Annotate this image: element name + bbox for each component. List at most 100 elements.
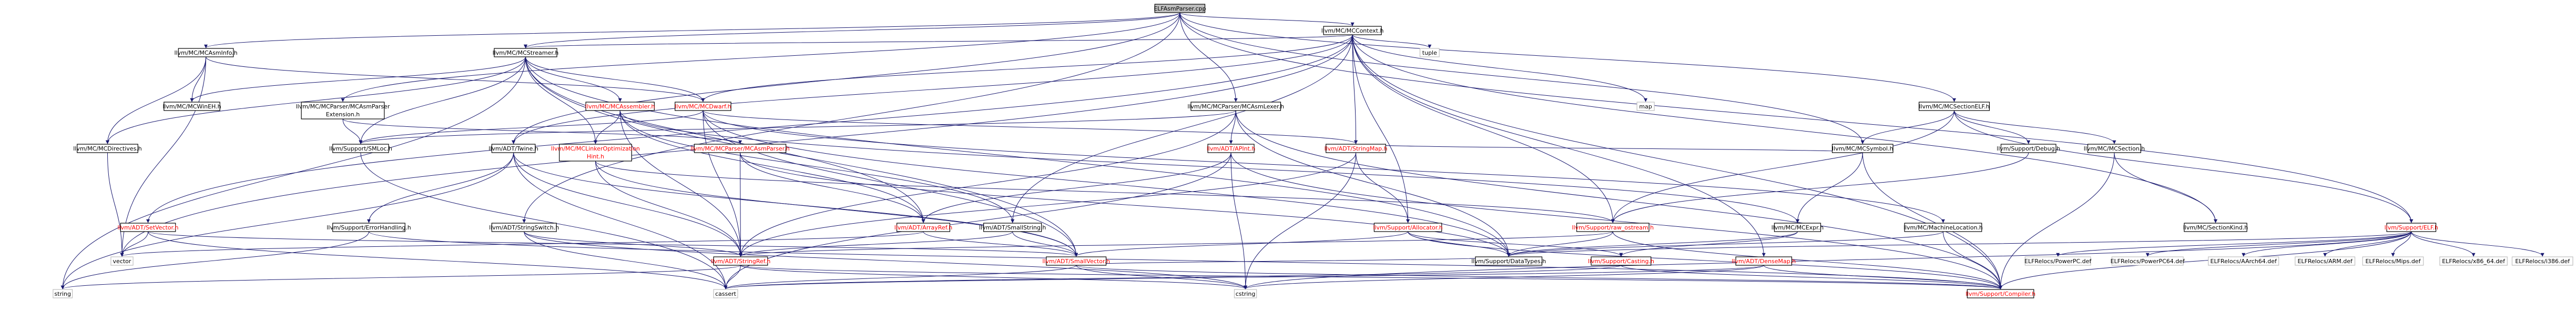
node-label: llvm/ADT/DenseMap.h [1732, 258, 1796, 265]
node-adtsetvector[interactable]: llvm/ADT/SetVector.h [117, 223, 179, 232]
edge-adtstringmap-to-supportallocator [1356, 152, 1410, 223]
node-supportdatatypes[interactable]: llvm/Support/DataTypes.h [1471, 256, 1546, 266]
node-mcsection[interactable]: llvm/MC/MCSection.h [2084, 144, 2145, 153]
node-label: Hint.h [587, 153, 604, 160]
node-supportallocator[interactable]: llvm/Support/Allocator.h [1373, 223, 1443, 232]
edge-supportrawostream-to-supportdatatypes [1506, 231, 1613, 257]
node-label: vector [113, 258, 131, 265]
node-box [1576, 223, 1650, 232]
node-mcexpr[interactable]: llvm/MC/MCExpr.h [1771, 223, 1824, 232]
edge-mccontext-to-mcstreamer [524, 34, 1353, 48]
node-box [2295, 256, 2356, 266]
edge-adtapint-to-adtarrayref [921, 152, 1231, 223]
edge-mccontext-to-adttwine [512, 34, 1353, 144]
node-mcdwarf[interactable]: llvm/MC/MCDwarf.h [675, 102, 731, 111]
node-adtsmallvector[interactable]: llvm/ADT/SmallVector.h [1042, 256, 1110, 266]
node-adtstringswitch[interactable]: llvm/ADT/StringSwitch.h [489, 223, 559, 232]
edge-mcsectionelf-to-mcsection [1954, 110, 2116, 144]
node-adtsmallstring[interactable]: llvm/ADT/SmallString.h [979, 223, 1046, 232]
node-box [2511, 256, 2573, 266]
edge-mcsymbol-to-supportcompiler [1862, 152, 2003, 289]
node-box [491, 223, 557, 232]
node-label: ELFRelocs/PowerPC.def [2024, 258, 2092, 265]
node-box [332, 223, 405, 232]
edge-root-to-supportelf [1179, 12, 2414, 223]
edge-root-to-mcsectionelf [1179, 12, 1956, 102]
node-adtstringmap[interactable]: llvm/ADT/StringMap.h [1325, 144, 1388, 153]
edge-mcstreamer-to-mcassembler [525, 56, 622, 102]
node-supportdebug[interactable]: llvm/Support/Debug.h [1997, 144, 2060, 153]
node-box [178, 48, 234, 57]
node-supportelf[interactable]: llvm/Support/ELF.h [2385, 223, 2438, 232]
node-elfmips: ELFRelocs/Mips.def [2362, 256, 2424, 266]
node-mcsectionelf[interactable]: llvm/MC/MCSectionELF.h [1918, 102, 1990, 111]
edge-root-to-mcasminfo [204, 12, 1180, 48]
edge-mcstreamer-to-supportdatatypes [525, 56, 1511, 257]
node-mcsectionkind[interactable]: llvm/MC/SectionKind.h [2183, 223, 2248, 232]
node-box [332, 144, 389, 153]
node-label: llvm/MC/MCContext.h [1321, 27, 1384, 34]
node-supportrawostream[interactable]: llvm/Support/raw_ostream.h [1572, 223, 1654, 232]
node-label: cassert [715, 291, 737, 297]
node-mcdirectives[interactable]: llvm/MC/MCDirectives.h [73, 144, 142, 153]
node-box [983, 223, 1042, 232]
edge-supportcasting-to-cassert [724, 265, 1622, 289]
edge-mcstreamer-to-mcwinehl1 [190, 56, 526, 102]
edge-mcsectionelf-to-supportelf [1954, 110, 2414, 223]
edge-adtapint-to-cassert [724, 152, 1231, 289]
edge-supportallocator-to-supportdatatypes [1408, 231, 1511, 257]
edge-adtsmallvector-to-supportcompiler [1076, 265, 2002, 289]
node-label: llvm/MC/MCWinEH.h [162, 103, 221, 110]
edge-adtapint-to-cstring [1230, 152, 1248, 289]
node-box [1154, 4, 1206, 13]
node-mccontext[interactable]: llvm/MC/MCContext.h [1321, 26, 1384, 35]
node-label: llvm/MC/MCParser/MCAsmParser.h [690, 145, 789, 152]
node-label: llvm/MC/MCAsmInfo.h [174, 49, 237, 56]
node-label: llvm/ADT/SmallString.h [979, 224, 1046, 231]
node-supporterrorhandling[interactable]: llvm/Support/ErrorHandling.h [327, 223, 411, 232]
node-box [110, 256, 134, 266]
node-box [2362, 256, 2424, 266]
edge-supportelf-to-cstring [1244, 231, 2412, 289]
node-mcmachinelocation[interactable]: llvm/MC/MachineLocation.h [1903, 223, 1983, 232]
node-mcasmlexer[interactable]: llvm/MC/MCParser/MCAsmLexer.h [1187, 102, 1284, 111]
edge-mcasmparserext1-to-supportsmloc [342, 118, 363, 144]
node-mcassembler[interactable]: llvm/MC/MCAssembler.h [585, 102, 655, 111]
node-mcasminfo[interactable]: llvm/MC/MCAsmInfo.h [174, 48, 238, 57]
node-supportsmloc[interactable]: llvm/Support/SMLoc.h [329, 144, 392, 153]
node-box [713, 256, 768, 266]
node-box [713, 289, 738, 298]
node-adtarrayref[interactable]: llvm/ADT/ArrayRef.h [894, 223, 953, 232]
edge-mccontext-to-adtsmallstring [1011, 34, 1353, 223]
node-mcsymbol[interactable]: llvm/MC/MCSymbol.h [1831, 144, 1893, 153]
edge-mcassembler-to-adtstringref [619, 110, 742, 257]
edge-adtapint-to-supportcompiler [1230, 152, 2002, 289]
node-adtapint[interactable]: llvm/ADT/APInt.h [1207, 144, 1256, 153]
edge-supportelf-to-elfppc64 [2145, 231, 2412, 257]
node-mcwinehl1[interactable]: llvm/MC/MCWinEH.h [162, 102, 221, 111]
node-adttwine[interactable]: llvm/ADT/Twine.h [488, 144, 538, 153]
node-box [494, 48, 557, 57]
node-mcstreamer[interactable]: llvm/MC/MCStreamer.h [493, 48, 559, 57]
edge-mcexpr-to-supportdatatypes [1506, 231, 1798, 257]
edge-mcsection-to-supportcompiler [1999, 152, 2115, 289]
edge-mcdirectives-to-vector [107, 152, 124, 257]
edge-root-to-mcasmparserext1 [341, 12, 1180, 102]
edge-mcasminfo-to-vector [120, 56, 207, 257]
node-mcasmparser[interactable]: llvm/MC/MCParser/MCAsmParser.h [690, 144, 790, 153]
node-supportcompiler[interactable]: llvm/Support/Compiler.h [1966, 289, 2035, 298]
node-adtdensemap[interactable]: llvm/ADT/DenseMap.h [1732, 256, 1796, 266]
edge-adtstringref-to-cstring [740, 265, 1247, 289]
node-label: llvm/Support/DataTypes.h [1471, 258, 1546, 265]
node-label: llvm/ADT/SmallVector.h [1042, 258, 1110, 265]
node-label: ELFRelocs/i386.def [2515, 258, 2570, 265]
node-supportcasting[interactable]: llvm/Support/Casting.h [1588, 256, 1654, 266]
node-box [559, 144, 632, 162]
node-adtstringref[interactable]: llvm/ADT/StringRef.h [711, 256, 771, 266]
node-label: llvm/MC/MCDwarf.h [675, 103, 731, 110]
edge-mcdwarf-to-supportdatatypes [702, 110, 1511, 257]
node-elfi386: ELFRelocs/i386.def [2511, 256, 2573, 266]
